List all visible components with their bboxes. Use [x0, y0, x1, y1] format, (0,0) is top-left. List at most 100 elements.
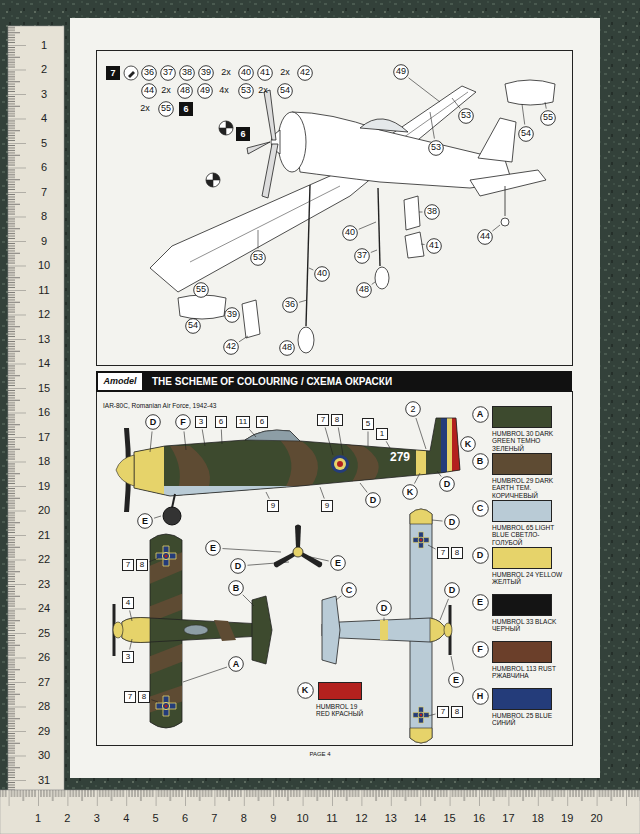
node-text: 36	[144, 68, 154, 77]
callout-number: 54	[185, 318, 201, 334]
color-callout: B	[228, 580, 244, 596]
node-text: K	[465, 440, 472, 449]
ruler-number: 20	[38, 504, 50, 516]
ruler-number: 7	[211, 812, 217, 824]
color-callout: K	[460, 436, 476, 452]
color-callout: D	[365, 492, 381, 508]
page-number: PAGE 4	[309, 751, 330, 758]
color-key-letter: C	[472, 500, 489, 517]
leader-line	[359, 222, 376, 229]
node-text: 53	[431, 143, 441, 152]
ruler-number: 30	[38, 749, 50, 761]
node-text: A	[477, 410, 484, 419]
leader-line	[437, 471, 441, 476]
color-callout: D	[230, 558, 246, 574]
decal-number: 3	[195, 416, 207, 428]
ruler-number: 18	[38, 455, 50, 467]
color-key-letter: H	[472, 688, 489, 705]
node-text: 44	[144, 86, 154, 95]
leader-line	[360, 483, 367, 492]
node-text: 53	[253, 253, 263, 262]
leader-line	[386, 441, 390, 448]
paint-name: HUMBROL 25 BLUE СИНИЙ	[492, 712, 566, 727]
node-text: 3	[126, 653, 130, 661]
quantity-label: 2x	[161, 86, 171, 96]
callout-number: 39	[224, 307, 240, 323]
callout-number: 44	[477, 229, 493, 245]
leader-line	[372, 282, 375, 284]
ruler-number: 19	[561, 812, 573, 824]
ruler-number: 13	[385, 812, 397, 824]
node-text: 55	[196, 285, 206, 294]
callout-number: 49	[197, 83, 213, 99]
leader-line	[309, 268, 313, 270]
node-text: THE SCHEME OF COLOURING / СХЕМА ОКРАСКИ	[152, 377, 392, 387]
node-text: C	[477, 504, 484, 513]
node-text: 41	[429, 241, 439, 250]
decal-number: 7	[437, 706, 449, 718]
decal-number: 8	[138, 691, 150, 703]
ruler-number: 11	[38, 284, 49, 296]
color-key-letter: K	[297, 682, 314, 699]
node-text: 40	[345, 228, 355, 237]
node-text: 8	[335, 416, 339, 424]
node-text: 54	[521, 129, 531, 138]
node-text: 3	[199, 418, 203, 426]
paint-name: HUMBROL 24 YELLOW ЖЕЛТЫЙ	[492, 571, 566, 586]
leader-line	[336, 596, 341, 600]
quantity-label: 2x	[258, 86, 268, 96]
leader-line	[150, 431, 152, 452]
color-callout: E	[330, 555, 346, 571]
decal-number: 7	[124, 691, 136, 703]
leader-line	[154, 516, 161, 518]
callout-number: 40	[314, 266, 330, 282]
callout-number: 49	[393, 64, 409, 80]
node-text: D	[235, 562, 242, 571]
ruler-number: 5	[153, 812, 159, 824]
leader-line	[416, 418, 426, 449]
node-text: 6	[183, 105, 188, 114]
leader-line	[409, 78, 440, 102]
leader-line	[440, 599, 448, 620]
node-text: D	[449, 518, 456, 527]
node-text: 8	[455, 549, 459, 557]
leader-line	[258, 230, 259, 248]
color-callout: A	[228, 656, 244, 672]
node-text: E	[453, 676, 459, 685]
ruler-number: 8	[241, 812, 247, 824]
ruler-number: 1	[41, 39, 47, 51]
node-text: 6	[260, 418, 264, 426]
node-text: 8	[140, 561, 144, 569]
callout-number: 48	[356, 282, 372, 298]
leader-line	[130, 639, 132, 650]
ruler-number: 24	[38, 602, 50, 614]
color-swatch	[492, 547, 552, 569]
scheme-caption: IAR-80C, Romanian Air Force, 1942-43	[103, 402, 216, 409]
leader-line	[452, 98, 460, 108]
ruler-number: 23	[38, 578, 50, 590]
decal-number: 9	[321, 500, 333, 512]
ruler-number: 12	[38, 308, 50, 320]
leader-line	[419, 212, 422, 213]
ruler-number: 9	[41, 235, 47, 247]
leader-line	[522, 104, 525, 125]
quantity-label: 2x	[221, 68, 231, 78]
node-text: 7	[110, 69, 115, 78]
callout-number: 36	[141, 65, 157, 81]
node-text: A	[233, 660, 240, 669]
leader-line	[266, 492, 269, 499]
node-text: E	[335, 559, 341, 568]
ruler-number: 3	[94, 812, 100, 824]
node-text: 48	[180, 86, 190, 95]
color-key-letter: F	[472, 641, 489, 658]
leader-line	[247, 562, 289, 565]
leader-line	[384, 618, 385, 622]
ruler-number: 21	[38, 529, 50, 541]
color-callout: D	[145, 414, 161, 430]
color-callout: E	[448, 672, 464, 688]
leader-line	[299, 300, 307, 302]
node-text: C	[346, 586, 353, 595]
node-text: D	[381, 604, 388, 613]
decal-number: 11	[236, 416, 249, 428]
leader-line	[430, 112, 434, 139]
